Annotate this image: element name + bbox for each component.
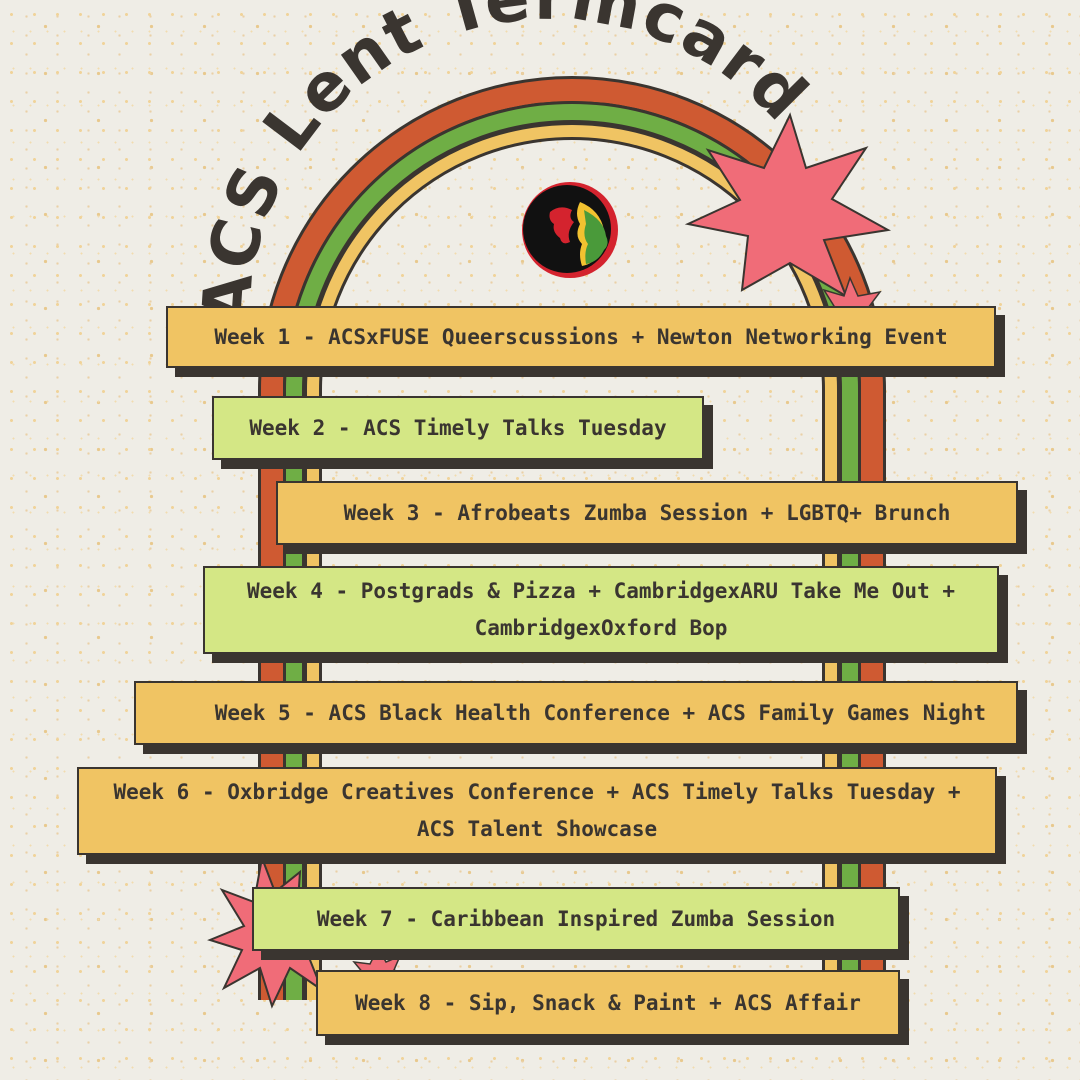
- week-8-text: Week 8 - Sip, Snack & Paint + ACS Affair: [355, 991, 861, 1015]
- week-7-text: Week 7 - Caribbean Inspired Zumba Sessio…: [316, 907, 836, 931]
- week-5-card: Week 5 - ACS Black Health Conference + A…: [134, 681, 1018, 745]
- week-1-text: Week 1 - ACSxFUSE Queerscussions + Newto…: [214, 325, 948, 349]
- week-7-card: Week 7 - Caribbean Inspired Zumba Sessio…: [252, 887, 900, 951]
- week-4-card: Week 4 - Postgrads & Pizza + CambridgexA…: [203, 566, 999, 654]
- week-1-card: Week 1 - ACSxFUSE Queerscussions + Newto…: [166, 306, 996, 368]
- week-6-card: Week 6 - Oxbridge Creatives Conference +…: [77, 767, 997, 855]
- week-6-text-line2: ACS Talent Showcase: [416, 817, 658, 841]
- week-4-text-line1: Week 4 - Postgrads & Pizza + CambridgexA…: [246, 579, 955, 603]
- week-2-card: Week 2 - ACS Timely Talks Tuesday: [212, 396, 704, 460]
- week-6-text-line1: Week 6 - Oxbridge Creatives Conference +…: [113, 780, 961, 804]
- week-2-text: Week 2 - ACS Timely Talks Tuesday: [249, 416, 667, 440]
- week-4-text-line2: CambridgexOxford Bop: [474, 616, 728, 640]
- week-5-text: Week 5 - ACS Black Health Conference + A…: [214, 701, 986, 725]
- week-8-card: Week 8 - Sip, Snack & Paint + ACS Affair: [316, 970, 900, 1036]
- afro-silhouette-logo: [522, 182, 618, 278]
- rainbow-arch: [258, 76, 886, 1000]
- week-3-text: Week 3 - Afrobeats Zumba Session + LGBTQ…: [343, 501, 951, 525]
- starburst-icon: [684, 112, 892, 299]
- week-3-card: Week 3 - Afrobeats Zumba Session + LGBTQ…: [276, 481, 1018, 545]
